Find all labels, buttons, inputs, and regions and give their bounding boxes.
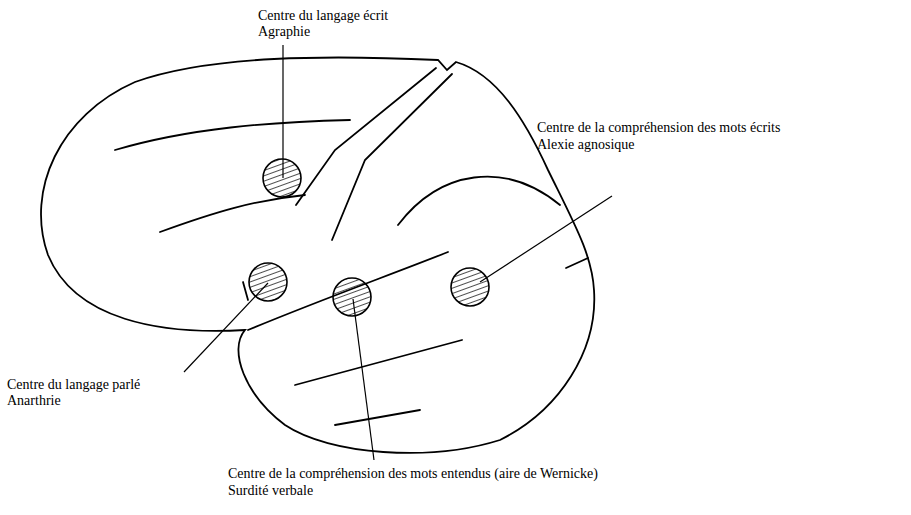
- centre-name: Centre du langage parlé: [7, 377, 140, 393]
- leader-line: [480, 196, 612, 282]
- central-sulcus: [332, 74, 452, 240]
- hatched-centre: [263, 159, 301, 197]
- disorder-name: Alexie agnosique: [537, 137, 635, 153]
- brain-outline: [41, 57, 594, 452]
- disorder-name: Surdité verbale: [228, 483, 313, 499]
- centre-name: Centre de la compréhension des mots écri…: [537, 120, 780, 136]
- temporal-sulcus: [295, 340, 462, 385]
- leader-line: [282, 45, 283, 178]
- centre-name: Centre du langage écrit: [258, 8, 388, 24]
- hatched-centre: [249, 263, 287, 301]
- occipital-sulcus: [566, 258, 588, 268]
- central-sulcus: [296, 68, 436, 205]
- sylvian-fissure: [248, 252, 448, 330]
- parietal-sulcus: [398, 177, 560, 225]
- hatched-centre: [333, 278, 371, 316]
- leader-line: [184, 283, 268, 372]
- disorder-name: Agraphie: [258, 24, 310, 40]
- hatched-centre: [451, 268, 489, 306]
- disorder-name: Anarthrie: [7, 393, 61, 409]
- centre-name: Centre de la compréhension des mots ente…: [228, 466, 598, 482]
- frontal-sulcus: [243, 282, 248, 300]
- temporal-sulcus: [335, 410, 420, 425]
- frontal-sulcus: [160, 195, 305, 232]
- frontal-sulcus: [115, 120, 350, 150]
- leader-line: [353, 299, 374, 460]
